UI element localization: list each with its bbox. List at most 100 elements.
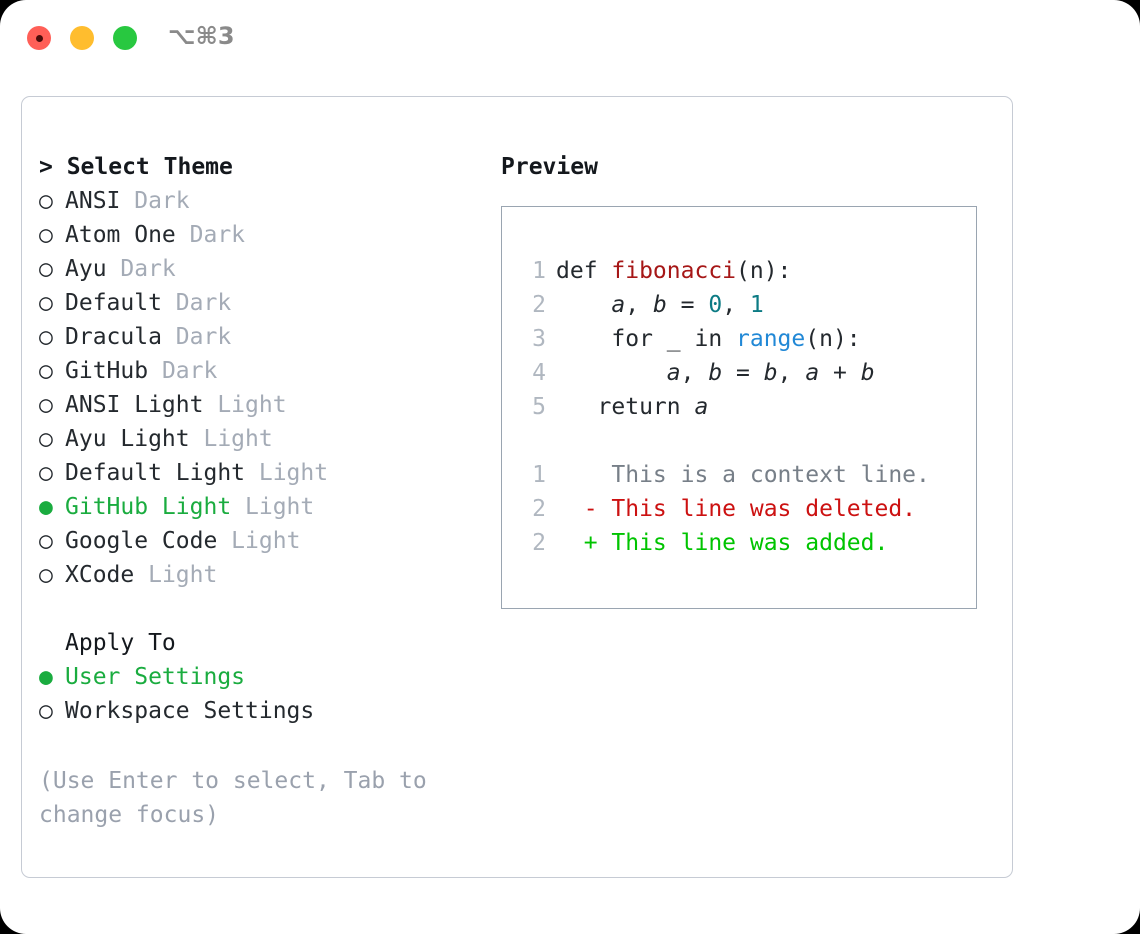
apply-to-label: Workspace Settings (65, 698, 315, 724)
radio-unselected-icon: ○ (39, 324, 53, 350)
code-line-number: 4 (532, 360, 546, 386)
code-line-number: 5 (532, 394, 546, 420)
theme-list[interactable]: ○ANSI Dark○Atom One Dark○Ayu Dark○Defaul… (39, 184, 469, 592)
minimize-button[interactable] (70, 26, 94, 50)
code-token: b (860, 360, 875, 386)
theme-name: Ayu Light (65, 426, 190, 452)
theme-list-item[interactable]: ○Default Light Light (39, 456, 469, 490)
code-token: , (680, 360, 709, 386)
code-token: b (708, 360, 723, 386)
theme-list-item[interactable]: ○ Ayu Dark (39, 252, 469, 286)
radio-unselected-icon: ○ (39, 528, 53, 554)
window-controls (27, 26, 137, 50)
apply-to-option[interactable]: ● User Settings (39, 660, 469, 694)
radio-unselected-icon: ○ (39, 188, 53, 214)
diff-text: This line was deleted. (597, 496, 917, 522)
theme-list-item[interactable]: ○Dracula Dark (39, 320, 469, 354)
theme-variant: Light (217, 528, 301, 554)
radio-unselected-icon: ○ (39, 392, 53, 418)
spacer (39, 592, 469, 626)
theme-name: XCode (65, 562, 135, 588)
code-line: 5 return a (518, 390, 930, 424)
theme-list-item[interactable]: ○XCode Light (39, 558, 469, 592)
theme-variant: Light (189, 426, 273, 452)
diff-line: 2 - This line was deleted. (518, 492, 930, 526)
theme-selection-column: > Select Theme ○ANSI Dark○Atom One Dark○… (39, 150, 469, 832)
code-line: 3 for _ in range(n): (518, 322, 930, 356)
code-token: = (666, 292, 709, 318)
theme-name: GitHub Light (65, 494, 232, 520)
code-token: 1 (749, 292, 764, 318)
theme-list-item[interactable]: ○ANSI Dark (39, 184, 469, 218)
theme-list-item[interactable]: ○GitHub Dark (39, 354, 469, 388)
theme-name: Dracula (65, 324, 162, 350)
theme-list-item[interactable]: ○ANSI Light Light (39, 388, 469, 422)
code-token (556, 292, 611, 318)
theme-variant: Light (245, 460, 329, 486)
theme-name: Ayu (65, 256, 107, 282)
code-line: 2 a, b = 0, 1 (518, 288, 930, 322)
theme-name: Atom One (65, 222, 176, 248)
radio-unselected-icon: ○ (39, 358, 53, 384)
code-token: fibonacci (611, 258, 737, 284)
apply-to-label: User Settings (65, 664, 246, 690)
code-token: (n): (736, 258, 792, 284)
theme-variant: Dark (175, 222, 246, 248)
title-bar: ⌥⌘3 (0, 0, 1140, 78)
theme-list-item[interactable]: ○ Google Code Light (39, 524, 469, 558)
theme-list-item[interactable]: ○ Atom One Dark (39, 218, 469, 252)
apply-to-list[interactable]: ● User Settings ○ Workspace Settings (39, 660, 469, 728)
code-token: , (722, 292, 750, 318)
apply-to-option[interactable]: ○ Workspace Settings (39, 694, 469, 728)
theme-list-item[interactable]: ○Ayu Light Light (39, 422, 469, 456)
keyboard-shortcut-label: ⌥⌘3 (168, 22, 235, 50)
theme-name: GitHub (65, 358, 149, 384)
theme-selector-panel: > Select Theme ○ANSI Dark○Atom One Dark○… (21, 96, 1013, 878)
theme-variant: Dark (120, 188, 190, 214)
diff-marker: - (556, 496, 598, 522)
radio-unselected-icon: ○ (39, 222, 53, 248)
code-token: b (652, 292, 667, 318)
apply-to-heading: Apply To (65, 630, 176, 656)
code-line: 1 def fibonacci(n): (518, 254, 930, 288)
theme-name: Default (65, 290, 162, 316)
radio-unselected-icon: ○ (39, 290, 53, 316)
code-token: , (625, 292, 653, 318)
theme-list-item[interactable]: ○ Default Dark (39, 286, 469, 320)
code-line-number: 1 (532, 258, 546, 284)
diff-marker: + (556, 530, 598, 556)
diff-line: 2 + This line was added. (518, 526, 930, 560)
radio-unselected-icon: ○ (39, 698, 53, 724)
code-token: range (736, 326, 806, 352)
maximize-button[interactable] (113, 26, 137, 50)
code-token (556, 360, 667, 386)
theme-list-item[interactable]: ●GitHub Light Light (39, 490, 469, 524)
spacer (39, 728, 469, 764)
radio-selected-icon: ● (39, 494, 53, 520)
code-token: a (805, 360, 820, 386)
code-token: a (694, 394, 709, 420)
theme-name: Default Light (65, 460, 246, 486)
code-token: + (819, 360, 861, 386)
diff-line-number: 2 (532, 530, 546, 556)
theme-variant: Light (134, 562, 218, 588)
radio-selected-icon: ● (39, 664, 53, 690)
code-line-number: 2 (532, 292, 546, 318)
theme-variant: Dark (161, 290, 232, 316)
radio-unselected-icon: ○ (39, 256, 53, 282)
theme-name: Google Code (65, 528, 218, 554)
code-gap (518, 424, 930, 458)
diff-line-number: 2 (532, 496, 546, 522)
code-token: = (722, 360, 764, 386)
code-line: 4 a, b = b, a + b (518, 356, 930, 390)
theme-variant: Dark (106, 256, 176, 282)
code-token: def (556, 258, 612, 284)
diff-text: This is a context line. (597, 462, 930, 488)
diff-marker (556, 462, 598, 488)
code-line-number: 3 (532, 326, 546, 352)
code-token: return (556, 394, 695, 420)
close-button[interactable] (27, 26, 51, 50)
